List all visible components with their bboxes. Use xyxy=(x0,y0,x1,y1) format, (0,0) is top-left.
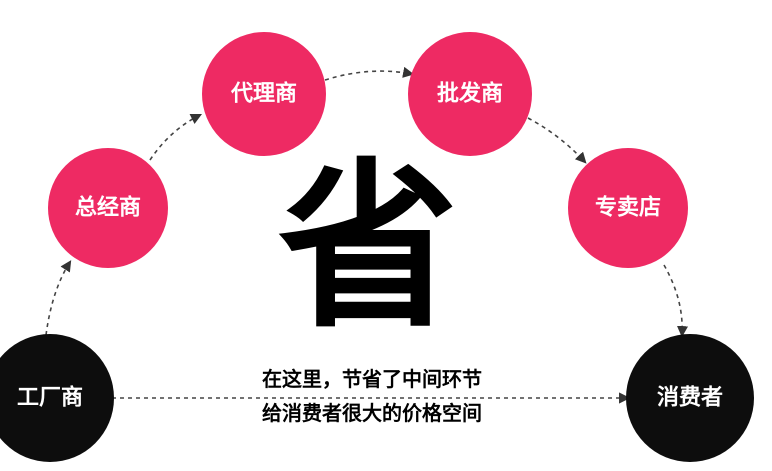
center-character: 省 xyxy=(278,144,458,353)
arrow-distributor-to-agent xyxy=(149,113,203,161)
node-agent-label: 代理商 xyxy=(230,81,297,107)
node-distributor-circle xyxy=(48,148,168,268)
node-store-label: 专卖店 xyxy=(595,195,661,221)
node-store-circle xyxy=(568,148,688,268)
caption-line-1: 在这里，节省了中间环节 xyxy=(262,367,482,391)
node-distributor-label: 总经商 xyxy=(75,195,141,221)
node-wholesaler: 批发商 xyxy=(408,32,532,156)
node-consumer: 消费者 xyxy=(626,334,754,462)
node-factory: 工厂商 xyxy=(0,334,114,462)
arrow-store-to-consumer xyxy=(663,264,689,338)
node-wholesaler-label: 批发商 xyxy=(437,81,503,107)
node-store: 专卖店 xyxy=(568,148,688,268)
caption-line-2: 给消费者很大的价格空间 xyxy=(262,401,482,425)
arrow-factory-to-distributor xyxy=(45,260,72,336)
node-consumer-circle xyxy=(626,334,754,462)
node-agent-circle xyxy=(202,32,326,156)
node-distributor: 总经商 xyxy=(48,148,168,268)
node-factory-label: 工厂商 xyxy=(17,385,83,411)
arrow-agent-to-wholesaler xyxy=(324,66,415,81)
node-wholesaler-circle xyxy=(408,32,532,156)
node-factory-circle xyxy=(0,334,114,462)
node-consumer-label: 消费者 xyxy=(657,386,723,411)
arrow-wholesaler-to-store xyxy=(527,117,587,164)
node-agent: 代理商 xyxy=(202,32,326,156)
